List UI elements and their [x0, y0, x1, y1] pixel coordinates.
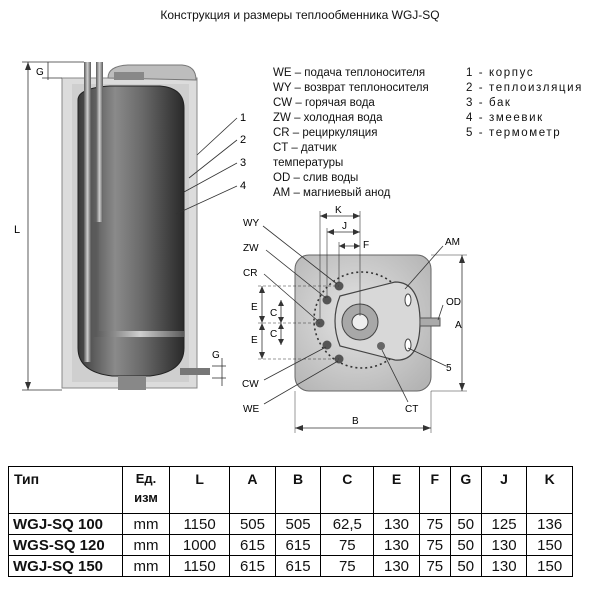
table-row: WGJ-SQ 100 mm 1150 505 505 62,5 130 75 5… [8, 513, 573, 535]
table-row: WGJ-SQ 150 mm 1150 615 615 75 130 75 50 … [8, 555, 573, 577]
top-view: WY ZW CR CW WE AM OD CT 5 K J F E E C C [242, 205, 467, 433]
cell-b: 615 [274, 534, 322, 556]
side-view: 1 2 3 4 L G G [14, 61, 246, 391]
cell-model: WGJ-SQ 150 [8, 555, 123, 577]
label-od: OD [446, 297, 461, 308]
cell-c: 62,5 [320, 513, 375, 535]
cell-e: 130 [373, 555, 420, 577]
part-1-label: 1 [240, 112, 246, 124]
cell-unit: mm [122, 555, 170, 577]
label-we: WE [243, 404, 259, 415]
part-5-label: 5 [446, 363, 452, 374]
dim-c-upper-label: C [270, 308, 277, 319]
specs-table: Тип Ед.изм L A B C E F G J K WGJ-SQ 100 … [8, 466, 573, 577]
dim-f-label: F [363, 240, 369, 251]
cell-j: 130 [480, 534, 528, 556]
legend-part: 1 - корпус [466, 67, 535, 79]
header-j: J [480, 466, 528, 514]
label-am: AM [445, 237, 460, 248]
cell-c: 75 [320, 534, 375, 556]
coil [93, 210, 188, 337]
header-f: F [418, 466, 451, 514]
cell-l: 1150 [168, 555, 231, 577]
legend-item: CT – датчик [273, 142, 337, 154]
legend-item: температуры [273, 157, 344, 169]
header-a: A [229, 466, 276, 514]
part-3-label: 3 [240, 157, 246, 169]
cell-e: 130 [373, 513, 420, 535]
cell-c: 75 [320, 555, 375, 577]
dim-e-upper-label: E [251, 302, 258, 313]
cell-a: 615 [229, 555, 276, 577]
cell-k: 136 [526, 513, 573, 535]
header-g: G [449, 466, 482, 514]
cell-f: 75 [418, 513, 451, 535]
legend-item: CR – рециркуляция [273, 127, 378, 139]
legend-item: WE – подача теплоносителя [273, 67, 426, 79]
connections-legend: WE – подача теплоносителя WY – возврат т… [273, 66, 429, 201]
cell-a: 505 [229, 513, 276, 535]
table-header-row: Тип Ед.изм L A B C E F G J K [8, 466, 573, 514]
label-zw: ZW [243, 243, 259, 254]
label-cr: CR [243, 268, 257, 279]
dim-k-label: K [335, 205, 342, 216]
cell-k: 150 [526, 534, 573, 556]
header-e: E [373, 466, 420, 514]
legend-part: 4 - змеевик [466, 112, 544, 124]
legend-part: 2 - теплоизляция [466, 82, 583, 94]
cell-model: WGS-SQ 120 [8, 534, 123, 556]
part-2-label: 2 [240, 134, 246, 146]
cell-model: WGJ-SQ 100 [8, 513, 123, 535]
cell-f: 75 [418, 534, 451, 556]
cell-g: 50 [449, 513, 482, 535]
technical-drawing: 1 2 3 4 L G G [14, 61, 467, 433]
dim-g-bottom-label: G [212, 350, 220, 361]
dim-c-lower-label: C [270, 329, 277, 340]
dim-g-top-label: G [36, 67, 44, 78]
cell-a: 615 [229, 534, 276, 556]
cell-b: 615 [274, 555, 322, 577]
cell-g: 50 [449, 555, 482, 577]
table-row: WGS-SQ 120 mm 1000 615 615 75 130 75 50 … [8, 534, 573, 556]
cell-j: 125 [480, 513, 528, 535]
cell-f: 75 [418, 555, 451, 577]
header-type: Тип [8, 466, 123, 514]
header-l: L [168, 466, 231, 514]
legend-part: 3 - бак [466, 97, 512, 109]
cell-j: 130 [480, 555, 528, 577]
legend-part: 5 - термометр [466, 127, 562, 139]
header-c: C [320, 466, 375, 514]
dim-l-label: L [14, 224, 20, 236]
part-4-label: 4 [240, 180, 246, 192]
cell-b: 505 [274, 513, 322, 535]
cell-l: 1150 [168, 513, 231, 535]
parts-legend: 1 - корпус 2 - теплоизляция 3 - бак 4 - … [466, 66, 583, 141]
dim-a-label: A [455, 320, 462, 331]
dim-b-label: B [352, 416, 359, 427]
cell-l: 1000 [168, 534, 231, 556]
legend-item: ZW – холодная вода [273, 112, 383, 124]
label-wy: WY [243, 218, 259, 229]
legend-item: WY – возврат теплоносителя [273, 82, 429, 94]
cell-g: 50 [449, 534, 482, 556]
header-k: K [526, 466, 573, 514]
cell-e: 130 [373, 534, 420, 556]
legend-item: OD – слив воды [273, 172, 359, 184]
header-unit: Ед.изм [122, 466, 170, 514]
diagram-title: Конструкция и размеры теплообменника WGJ… [160, 8, 440, 22]
label-ct: CT [405, 404, 418, 415]
dim-e-lower-label: E [251, 335, 258, 346]
cell-unit: mm [122, 513, 170, 535]
dim-j-label: J [342, 221, 347, 232]
label-cw: CW [242, 379, 259, 390]
legend-item: AM – магниевый анод [273, 187, 391, 199]
legend-item: CW – горячая вода [273, 97, 375, 109]
cell-k: 150 [526, 555, 573, 577]
header-b: B [274, 466, 322, 514]
cell-unit: mm [122, 534, 170, 556]
